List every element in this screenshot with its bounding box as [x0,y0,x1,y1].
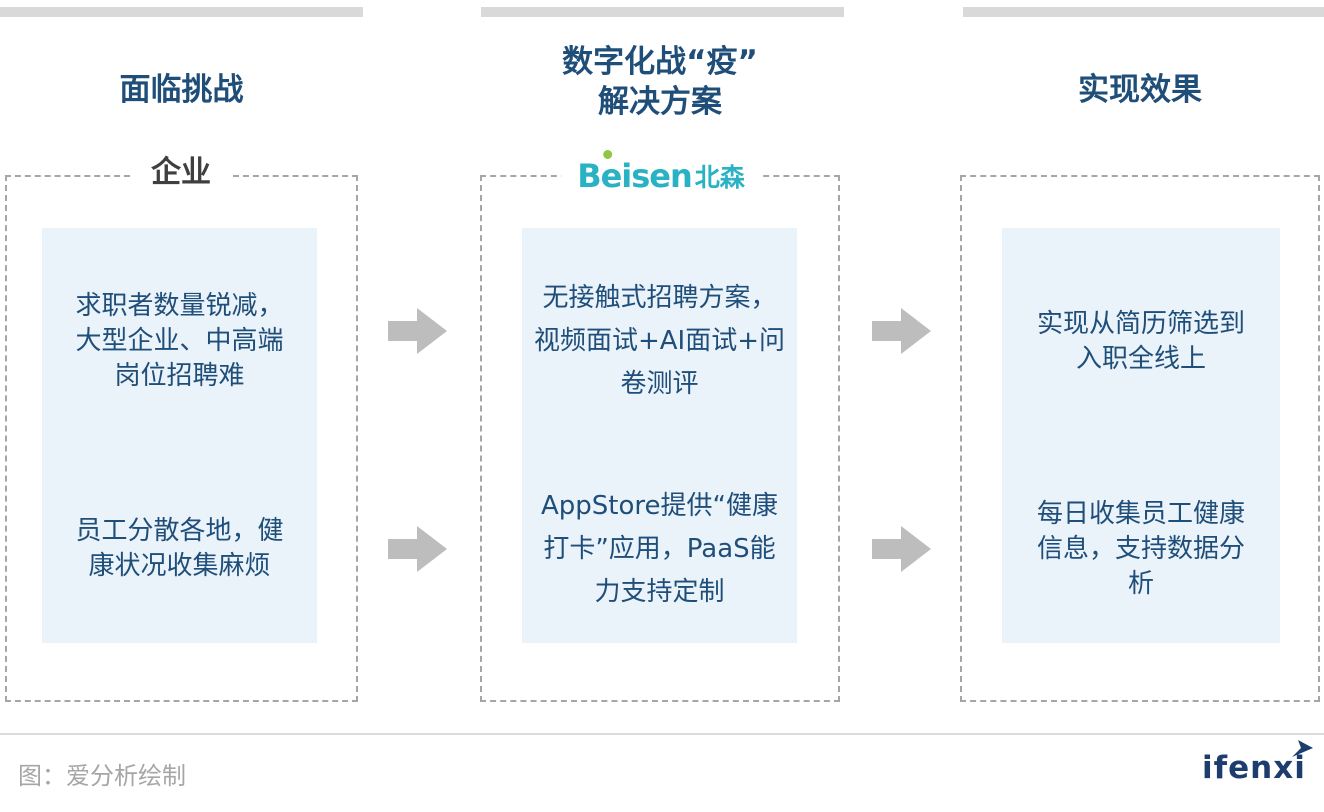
ifenxi-logo-text: ifenxi [1202,750,1306,786]
enterprise-label: 企业 [131,150,231,196]
challenge-item-health: 员工分散各地，健 康状况收集麻烦 [75,516,284,582]
column-title-challenges: 面临挑战 [119,72,244,108]
ifenxi-logo: ifenxi [1202,740,1313,786]
top-bar-right [963,7,1324,17]
solution-card: 无接触式招聘方案， 视频面试+AI面试+问 卷测评 AppStore提供“健康 … [522,228,797,643]
result-item-online: 实现从简历筛选到 入职全线上 [1036,308,1245,374]
flow-arrow-icon [388,308,447,354]
results-dashed-panel [960,175,1320,702]
beisen-logo-green-dot-icon [603,150,613,159]
solution-item-recruiting: 无接触式招聘方案， 视频面试+AI面试+问 卷测评 [533,283,786,400]
challenges-card: 求职者数量锐减， 大型企业、中高端 岗位招聘难 员工分散各地，健 康状况收集麻烦 [42,228,317,643]
flow-arrow-icon [872,526,931,572]
top-bar-left [0,7,363,17]
results-card: 实现从简历筛选到 入职全线上 每日收集员工健康 信息，支持数据分 析 [1002,228,1280,643]
beisen-logo: Beisen 北森 [561,150,761,199]
source-caption: 图：爱分析绘制 [18,762,186,790]
result-item-data: 每日收集员工健康 信息，支持数据分 析 [1036,498,1245,599]
ifenxi-arrow-icon [1291,740,1313,757]
footer-divider [0,733,1324,735]
solution-item-appstore: AppStore提供“健康 打卡”应用，PaaS能 力支持定制 [541,490,778,607]
beisen-logo-latin: Beisen [577,157,693,195]
challenge-item-recruiting: 求职者数量锐减， 大型企业、中高端 岗位招聘难 [75,291,284,392]
beisen-logo-cn: 北森 [694,163,745,192]
flow-arrow-icon [388,526,447,572]
column-title-solution: 数字化战“疫” 解决方案 [562,44,758,120]
column-title-results: 实现效果 [1078,72,1202,108]
top-bar-center [481,7,844,17]
flow-arrow-icon [872,308,931,354]
